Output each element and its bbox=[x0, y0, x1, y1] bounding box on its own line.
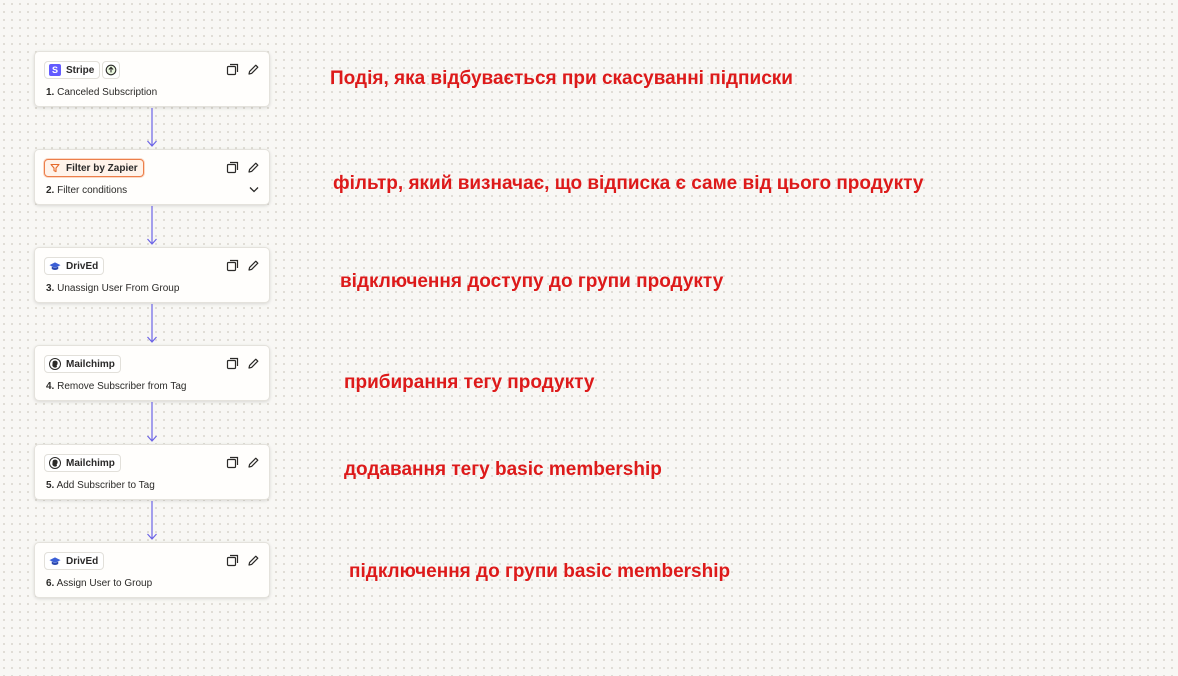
step-title: 6. Assign User to Group bbox=[46, 578, 153, 589]
edit-icon[interactable] bbox=[247, 456, 260, 469]
connector-arrow bbox=[147, 402, 157, 442]
stripe-icon: S bbox=[49, 64, 61, 76]
app-badge-stripe: S Stripe bbox=[44, 61, 101, 79]
edit-icon[interactable] bbox=[247, 259, 260, 272]
app-name: DrivEd bbox=[66, 555, 99, 567]
connector-arrow bbox=[147, 206, 157, 245]
mailchimp-icon bbox=[49, 358, 61, 370]
copy-icon[interactable] bbox=[226, 161, 239, 174]
app-badge-drived: DrivEd bbox=[44, 257, 105, 275]
copy-icon[interactable] bbox=[226, 63, 239, 76]
step-card-4[interactable]: Mailchimp 4. Remove Subscriber from Tag bbox=[34, 345, 270, 401]
annotation-step-6: підключення до групи basic membership bbox=[349, 561, 731, 582]
app-name: Stripe bbox=[66, 64, 95, 76]
app-name: Mailchimp bbox=[66, 358, 115, 370]
graduation-cap-icon bbox=[49, 555, 61, 567]
annotation-step-2: фільтр, який визначає, що відписка є сам… bbox=[333, 173, 924, 194]
app-badge-mailchimp: Mailchimp bbox=[44, 355, 121, 373]
app-badge-drived: DrivEd bbox=[44, 552, 105, 570]
step-title: 1. Canceled Subscription bbox=[46, 87, 158, 98]
copy-icon[interactable] bbox=[226, 456, 239, 469]
app-name: DrivEd bbox=[66, 260, 99, 272]
step-title: 3. Unassign User From Group bbox=[46, 283, 180, 294]
app-badge-mailchimp: Mailchimp bbox=[44, 454, 121, 472]
edit-icon[interactable] bbox=[247, 357, 260, 370]
app-name: Mailchimp bbox=[66, 457, 115, 469]
instant-trigger-icon bbox=[102, 61, 120, 79]
step-card-5[interactable]: Mailchimp 5. Add Subscriber to Tag bbox=[34, 444, 270, 500]
step-card-3[interactable]: DrivEd 3. Unassign User From Group bbox=[34, 247, 270, 303]
graduation-cap-icon bbox=[49, 260, 61, 272]
annotation-step-3: відключення доступу до групи продукту bbox=[340, 271, 724, 292]
edit-icon[interactable] bbox=[247, 161, 260, 174]
connector-arrow bbox=[147, 501, 157, 540]
step-title: 5. Add Subscriber to Tag bbox=[46, 480, 155, 491]
annotation-step-1: Подія, яка відбувається при скасуванні п… bbox=[330, 68, 793, 89]
edit-icon[interactable] bbox=[247, 63, 260, 76]
copy-icon[interactable] bbox=[226, 357, 239, 370]
copy-icon[interactable] bbox=[226, 259, 239, 272]
connector-arrow bbox=[147, 304, 157, 343]
app-name: Filter by Zapier bbox=[66, 162, 138, 174]
step-card-6[interactable]: DrivEd 6. Assign User to Group bbox=[34, 542, 270, 598]
mailchimp-icon bbox=[49, 457, 61, 469]
step-title: 2. Filter conditions bbox=[46, 185, 128, 196]
filter-icon bbox=[49, 162, 61, 174]
edit-icon[interactable] bbox=[247, 554, 260, 567]
step-card-1[interactable]: S Stripe 1. Canceled Subscription bbox=[34, 51, 270, 107]
annotation-step-5: додавання тегу basic membership bbox=[344, 459, 662, 480]
step-card-2[interactable]: Filter by Zapier 2. Filter conditions bbox=[34, 149, 270, 205]
chevron-down-icon[interactable] bbox=[249, 186, 259, 193]
annotation-step-4: прибирання тегу продукту bbox=[344, 372, 595, 393]
step-title: 4. Remove Subscriber from Tag bbox=[46, 381, 187, 392]
connector-arrow bbox=[147, 108, 157, 147]
copy-icon[interactable] bbox=[226, 554, 239, 567]
app-badge-filter: Filter by Zapier bbox=[44, 159, 144, 177]
